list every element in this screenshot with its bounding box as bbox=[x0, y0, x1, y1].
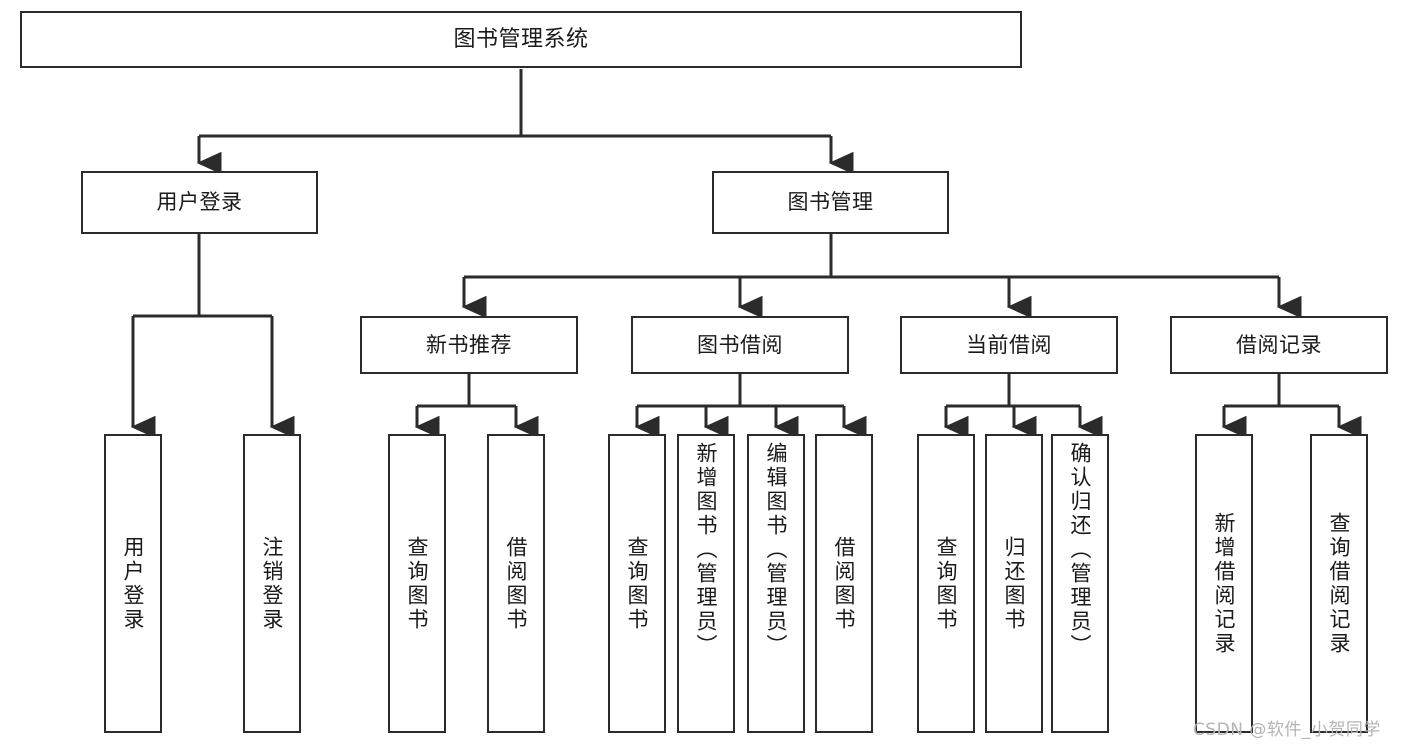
node-label: 借阅图书 bbox=[504, 535, 529, 632]
leaf-query-book-2[interactable]: 查询图书 bbox=[608, 434, 666, 733]
node-label: 查询图书 bbox=[934, 535, 959, 632]
leaf-user-logout[interactable]: 注销登录 bbox=[243, 434, 301, 733]
leaf-confirm-return[interactable]: 确认归还（管理员） bbox=[1051, 434, 1109, 733]
leaf-edit-book[interactable]: 编辑图书（管理员） bbox=[747, 434, 805, 733]
leaf-borrow-book-1[interactable]: 借阅图书 bbox=[487, 434, 545, 733]
leaf-user-login[interactable]: 用户登录 bbox=[104, 434, 162, 733]
node-label: 新书推荐 bbox=[426, 332, 512, 357]
node-label: 确认归还（管理员） bbox=[1068, 442, 1093, 658]
node-label: 图书借阅 bbox=[697, 332, 783, 357]
node-label: 归还图书 bbox=[1002, 535, 1027, 632]
node-label: 借阅图书 bbox=[832, 535, 857, 632]
node-label: 新增图书（管理员） bbox=[694, 442, 719, 658]
node-book-manage[interactable]: 图书管理 bbox=[712, 171, 949, 234]
node-label: 借阅记录 bbox=[1236, 332, 1322, 357]
leaf-query-book-1[interactable]: 查询图书 bbox=[388, 434, 446, 733]
node-label: 图书管理系统 bbox=[453, 26, 589, 52]
node-label: 查询借阅记录 bbox=[1327, 511, 1352, 656]
node-label: 图书管理 bbox=[787, 190, 874, 215]
node-book-borrow[interactable]: 图书借阅 bbox=[631, 316, 849, 374]
leaf-query-book-3[interactable]: 查询图书 bbox=[917, 434, 975, 733]
node-label: 注销登录 bbox=[260, 535, 285, 632]
leaf-add-book[interactable]: 新增图书（管理员） bbox=[677, 434, 735, 733]
leaf-query-record[interactable]: 查询借阅记录 bbox=[1310, 434, 1368, 733]
node-label: 查询图书 bbox=[625, 535, 650, 632]
node-root-system[interactable]: 图书管理系统 bbox=[20, 11, 1022, 68]
node-label: 查询图书 bbox=[405, 535, 430, 632]
node-label: 新增借阅记录 bbox=[1212, 511, 1237, 656]
leaf-add-record[interactable]: 新增借阅记录 bbox=[1195, 434, 1253, 733]
node-borrow-record[interactable]: 借阅记录 bbox=[1170, 316, 1388, 374]
node-new-book-recommend[interactable]: 新书推荐 bbox=[360, 316, 578, 374]
leaf-return-book[interactable]: 归还图书 bbox=[985, 434, 1043, 733]
node-label: 用户登录 bbox=[156, 190, 243, 215]
node-user-login[interactable]: 用户登录 bbox=[81, 171, 318, 234]
csdn-watermark: CSDN @软件_小贺同学 bbox=[1193, 720, 1381, 740]
leaf-borrow-book-2[interactable]: 借阅图书 bbox=[815, 434, 873, 733]
node-label: 用户登录 bbox=[121, 535, 146, 632]
node-current-borrow[interactable]: 当前借阅 bbox=[900, 316, 1118, 374]
node-label: 当前借阅 bbox=[966, 332, 1052, 357]
node-label: 编辑图书（管理员） bbox=[764, 442, 789, 658]
